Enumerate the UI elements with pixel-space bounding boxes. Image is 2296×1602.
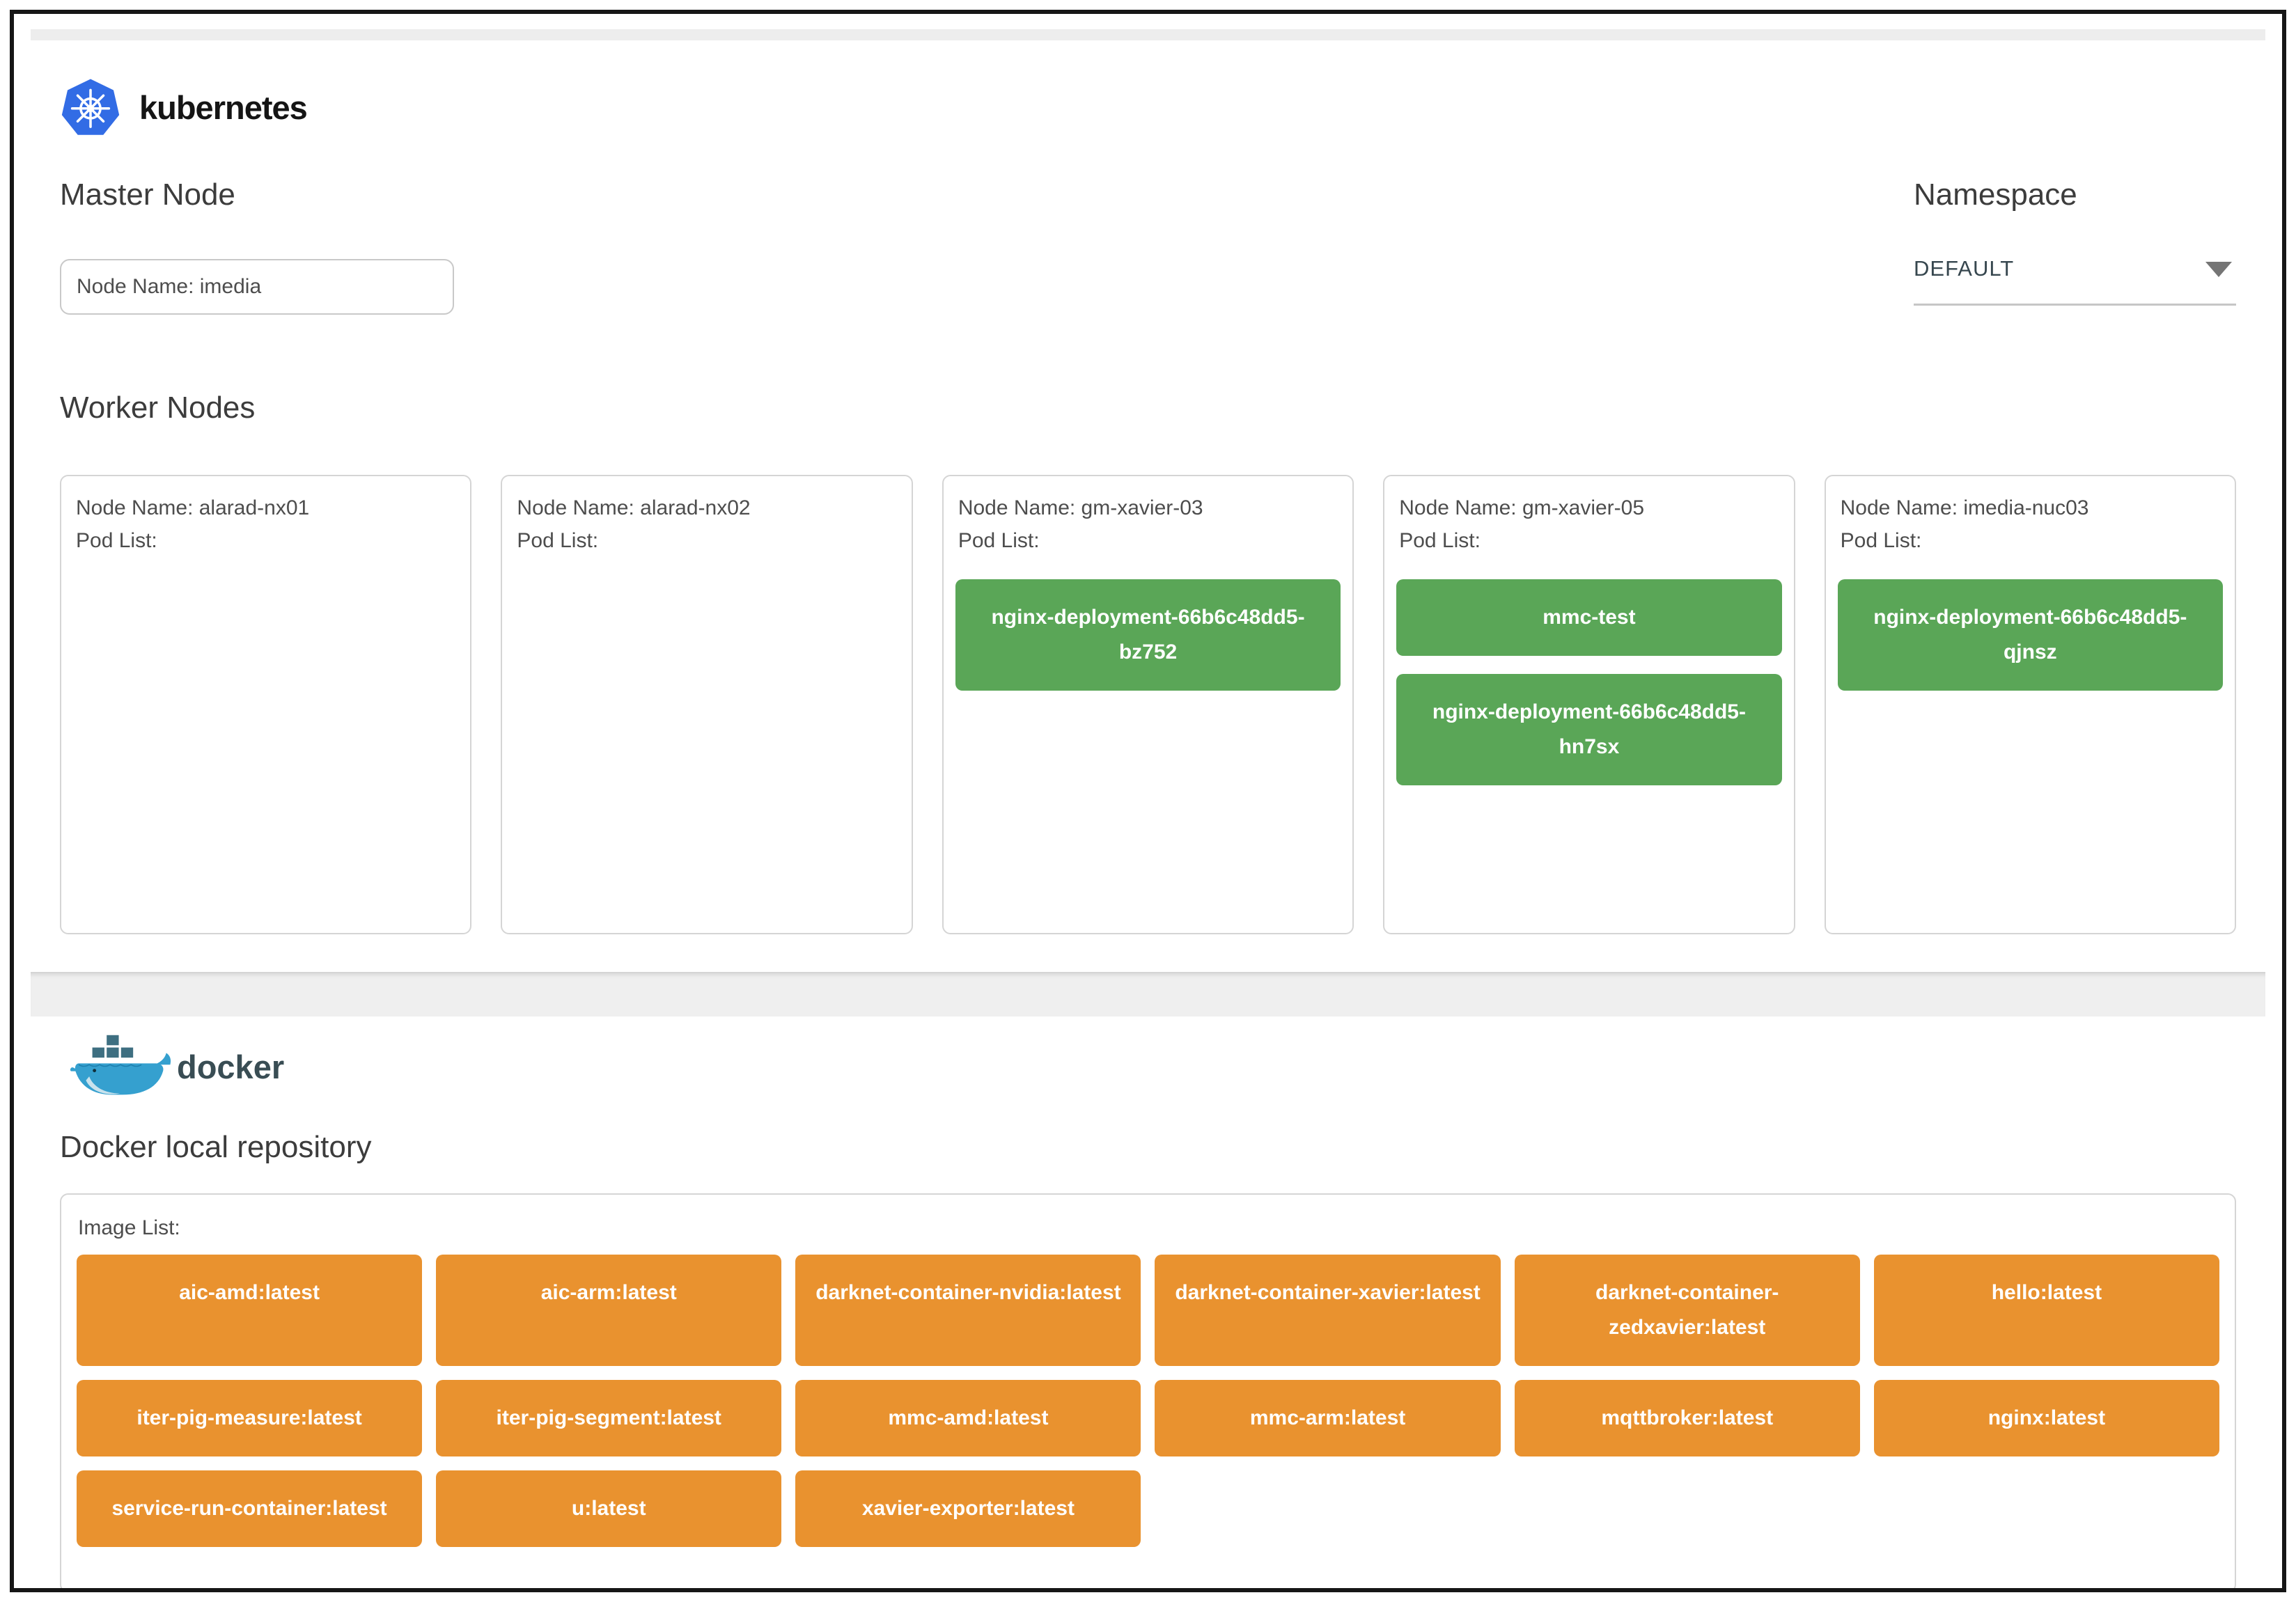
kubernetes-wordmark: kubernetes xyxy=(139,88,308,126)
docker-wordmark: docker xyxy=(177,1048,285,1085)
docker-logo-icon xyxy=(70,1034,171,1095)
pod-list-label: Pod List: xyxy=(517,529,599,552)
namespace-select[interactable]: DEFAULT xyxy=(1914,253,2236,306)
node-name: Node Name: alarad-nx02 xyxy=(517,496,751,519)
top-divider-bar xyxy=(31,29,2265,40)
pod-button[interactable]: nginx-deployment-66b6c48dd5-qjnsz xyxy=(1837,579,2224,691)
worker-node-card: Node Name: alarad-nx02 Pod List: xyxy=(501,475,913,934)
kubernetes-logo-icon xyxy=(61,79,120,135)
page-frame: kubernetes Master Node Node Name: imedia… xyxy=(10,10,2286,1592)
pod-list: nginx-deployment-66b6c48dd5-bz752 xyxy=(955,579,1341,691)
docker-header: docker xyxy=(70,1030,2236,1103)
pod-list-label: Pod List: xyxy=(958,529,1040,552)
master-node-name-field[interactable]: Node Name: imedia xyxy=(60,259,454,315)
image-grid: aic-amd:latest aic-arm:latest darknet-co… xyxy=(77,1255,2219,1547)
image-button[interactable]: iter-pig-segment:latest xyxy=(436,1380,782,1456)
pod-button[interactable]: nginx-deployment-66b6c48dd5-hn7sx xyxy=(1396,674,1782,785)
namespace-heading: Namespace xyxy=(1914,178,2077,212)
docker-repository-heading: Docker local repository xyxy=(60,1130,372,1164)
image-button[interactable]: hello:latest xyxy=(1873,1255,2219,1366)
worker-node-card: Node Name: gm-xavier-03 Pod List: nginx-… xyxy=(942,475,1354,934)
namespace-section: Namespace DEFAULT xyxy=(1914,177,2236,306)
pod-list-label: Pod List: xyxy=(76,529,157,552)
master-node-heading: Master Node xyxy=(60,178,235,212)
image-button[interactable]: darknet-container-zedxavier:latest xyxy=(1514,1255,1860,1366)
worker-node-card: Node Name: imedia-nuc03 Pod List: nginx-… xyxy=(1824,475,2237,934)
node-name: Node Name: gm-xavier-03 xyxy=(958,496,1203,519)
image-button[interactable]: aic-amd:latest xyxy=(77,1255,423,1366)
master-namespace-row: Master Node Node Name: imedia Namespace … xyxy=(60,177,2236,315)
image-button[interactable]: u:latest xyxy=(436,1470,782,1547)
pod-list: mmc-test nginx-deployment-66b6c48dd5-hn7… xyxy=(1396,579,1782,785)
node-name: Node Name: imedia-nuc03 xyxy=(1840,496,2089,519)
image-button[interactable]: darknet-container-nvidia:latest xyxy=(795,1255,1141,1366)
master-node-section: Master Node Node Name: imedia xyxy=(60,177,1914,315)
node-name: Node Name: alarad-nx01 xyxy=(76,496,310,519)
kubernetes-header: kubernetes xyxy=(60,77,2236,138)
worker-node-card: Node Name: gm-xavier-05 Pod List: mmc-te… xyxy=(1383,475,1795,934)
namespace-selected-value: DEFAULT xyxy=(1914,256,2015,281)
pod-button[interactable]: mmc-test xyxy=(1396,579,1782,656)
image-button[interactable]: xavier-exporter:latest xyxy=(795,1470,1141,1547)
image-button[interactable]: service-run-container:latest xyxy=(77,1470,423,1547)
image-button[interactable]: nginx:latest xyxy=(1873,1380,2219,1456)
image-list-label: Image List: xyxy=(78,1216,180,1239)
pod-button[interactable]: nginx-deployment-66b6c48dd5-bz752 xyxy=(955,579,1341,691)
image-button[interactable]: aic-arm:latest xyxy=(436,1255,782,1366)
pod-list-label: Pod List: xyxy=(1399,529,1481,552)
worker-nodes-heading: Worker Nodes xyxy=(60,391,256,425)
image-button[interactable]: darknet-container-xavier:latest xyxy=(1155,1255,1501,1366)
docker-image-box: Image List: aic-amd:latest aic-arm:lates… xyxy=(60,1193,2236,1588)
section-divider-bar xyxy=(31,972,2265,1016)
image-button[interactable]: iter-pig-measure:latest xyxy=(77,1380,423,1456)
image-button[interactable]: mqttbroker:latest xyxy=(1514,1380,1860,1456)
worker-nodes-row: Node Name: alarad-nx01 Pod List: Node Na… xyxy=(60,475,2237,934)
node-name: Node Name: gm-xavier-05 xyxy=(1399,496,1645,519)
image-button[interactable]: mmc-amd:latest xyxy=(795,1380,1141,1456)
pod-list-label: Pod List: xyxy=(1840,529,1922,552)
dropdown-arrow-icon xyxy=(2205,262,2232,277)
pod-list: nginx-deployment-66b6c48dd5-qjnsz xyxy=(1837,579,2224,691)
image-button[interactable]: mmc-arm:latest xyxy=(1155,1380,1501,1456)
worker-node-card: Node Name: alarad-nx01 Pod List: xyxy=(60,475,472,934)
